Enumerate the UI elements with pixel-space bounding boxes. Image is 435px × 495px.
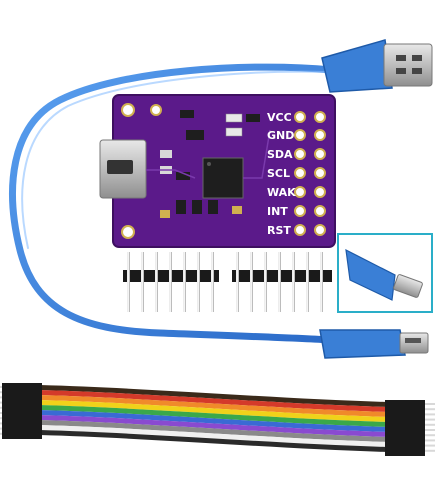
pin-label-sda: SDA <box>267 148 293 161</box>
pin-pads <box>294 111 326 236</box>
dupont-pins-left <box>0 383 42 439</box>
dupont-pin-tip <box>0 422 2 425</box>
dupont-pin-tip <box>0 417 2 420</box>
pin-label-scl: SCL <box>267 167 290 180</box>
dupont-pin-tip <box>0 401 2 404</box>
ribbon-wire <box>40 405 388 427</box>
pin-label-gnd: GND <box>267 129 294 142</box>
dupont-pin-tip <box>425 434 435 437</box>
dupont-pin-tip <box>425 429 435 431</box>
ribbon-wire <box>40 415 388 437</box>
dupont-pin-tip <box>0 396 2 399</box>
dupont-pins-right <box>385 400 435 456</box>
ribbon-wire <box>40 410 388 432</box>
dupont-pin-tip <box>425 444 435 447</box>
micro-usb-icon <box>319 329 429 359</box>
pin-label-vcc: VCC <box>267 111 292 124</box>
header-pins-left <box>123 252 219 312</box>
inset-closeup <box>337 233 433 313</box>
dupont-pin-tip <box>0 386 2 388</box>
dupont-pin-tip <box>425 403 435 405</box>
dupont-pin-tip <box>425 413 435 416</box>
ribbon-wire <box>40 400 388 422</box>
pin-label-int: INT <box>267 205 288 218</box>
usb-a-icon <box>321 39 433 93</box>
dupont-ribbon <box>40 385 388 452</box>
dupont-pin-tip <box>0 406 2 409</box>
ribbon-wire <box>40 390 388 412</box>
dupont-pin-tip <box>0 427 2 430</box>
dupont-pin-tip <box>0 391 2 394</box>
pin-label-rst: RST <box>267 224 291 237</box>
ribbon-wire <box>40 420 388 442</box>
dupont-pin-tip <box>425 408 435 411</box>
header-pins-right <box>232 252 332 312</box>
pin-label-wak: WAK <box>267 186 296 199</box>
usb-cable <box>9 63 336 344</box>
pcb-board: VCC GND SDA SCL WAK INT RST <box>99 94 336 248</box>
dupont-pin-tip <box>0 412 2 414</box>
dupont-pin-tip <box>0 432 2 435</box>
dupont-pin-tip <box>425 423 435 426</box>
dupont-pin-tip <box>425 439 435 442</box>
ribbon-wire <box>40 395 388 417</box>
ribbon-wire <box>40 425 388 447</box>
ribbon-wire <box>40 430 388 452</box>
dupont-pin-tip <box>425 418 435 421</box>
ribbon-wire <box>40 385 388 407</box>
dupont-pin-tip <box>425 449 435 452</box>
